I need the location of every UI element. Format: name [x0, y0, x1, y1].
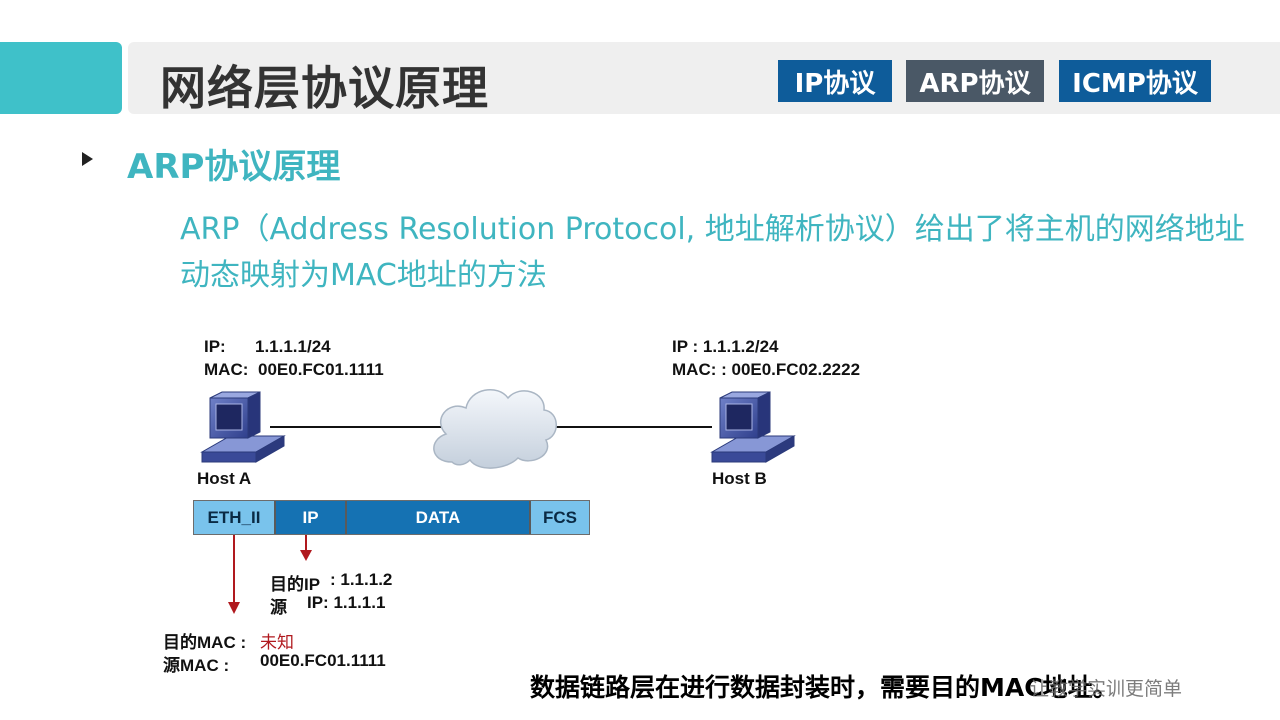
host-a-mac-label: MAC:: [204, 360, 249, 379]
header-accent-block: [0, 42, 122, 114]
host-b-name: Host B: [712, 469, 767, 488]
frame-segment-ip: IP: [276, 501, 347, 534]
ip-src-value: IP: 1.1.1.1: [307, 593, 386, 612]
host-a-name: Host A: [197, 469, 252, 488]
host-b-computer-icon: [710, 391, 796, 463]
frame-segment-data: DATA: [347, 501, 531, 534]
ip-src-label: 源: [270, 598, 287, 617]
frame-segment-fcs: FCS: [531, 501, 589, 534]
host-b-ip: IP : 1.1.1.2/24: [672, 337, 779, 356]
bullet-triangle-icon: [82, 152, 93, 166]
tab-icmp-protocol[interactable]: ICMP协议: [1059, 60, 1211, 102]
host-a-ip-label: IP:: [204, 337, 226, 356]
ethernet-frame: ETH_II IP DATA FCS: [193, 500, 590, 535]
ip-dst-label: 目的IP: [270, 575, 321, 594]
cloud-icon: [433, 389, 557, 469]
ip-dst-value: : 1.1.1.2: [330, 570, 393, 589]
host-b-mac: MAC: : 00E0.FC02.2222: [672, 360, 861, 379]
mac-src-label: 源MAC :: [163, 656, 230, 675]
host-a-mac-value: 00E0.FC01.1111: [258, 360, 384, 379]
watermark-text: 让教学实训更简单: [1030, 678, 1183, 700]
host-a-computer-icon: [200, 391, 286, 463]
page-title: 网络层协议原理: [160, 61, 489, 115]
host-a-ip-value: 1.1.1.1/24: [255, 337, 331, 356]
footer-note: 数据链路层在进行数据封装时，需要目的MAC地址。: [530, 673, 1118, 702]
mac-dst-value: 未知: [260, 633, 294, 652]
mac-dst-label: 目的MAC :: [163, 633, 247, 652]
section-description: ARP（Address Resolution Protocol, 地址解析协议）…: [180, 212, 1245, 293]
frame-segment-eth: ETH_II: [194, 501, 276, 534]
ip-arrow-icon: [300, 535, 312, 561]
tab-ip-protocol[interactable]: IP协议: [778, 60, 892, 102]
mac-src-value: 00E0.FC01.1111: [260, 651, 386, 670]
tab-arp-protocol[interactable]: ARP协议: [906, 60, 1044, 102]
section-title: ARP协议原理: [127, 147, 341, 187]
eth-arrow-icon: [228, 535, 240, 614]
